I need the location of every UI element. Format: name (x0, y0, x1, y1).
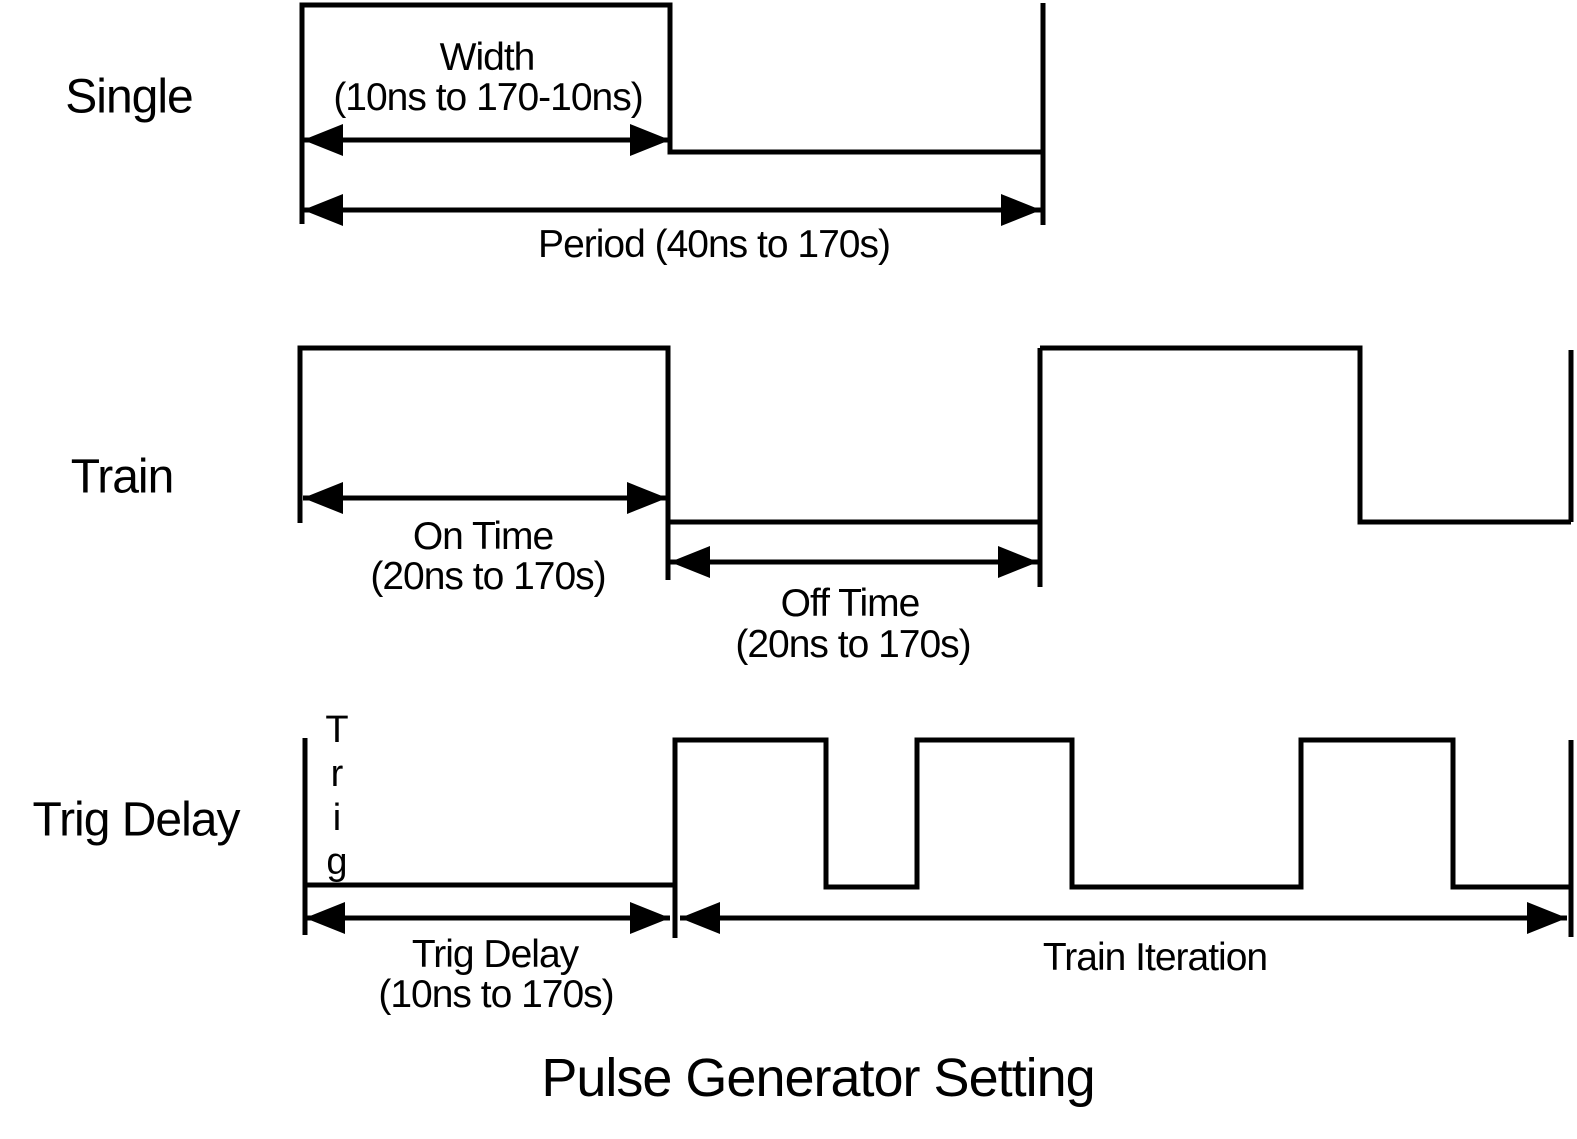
single-waveform (299, 2, 1046, 225)
train-row-label: Train (70, 450, 175, 504)
off-time-range-label: (20ns to 170s) (735, 623, 971, 666)
off-time-label: Off Time (780, 582, 921, 625)
on-time-range-label: (20ns to 170s) (370, 555, 606, 598)
on-time-label: On Time (412, 515, 554, 558)
pulse-train-path (672, 737, 1571, 938)
trig-letter-i: i (332, 797, 342, 839)
train-waveform (297, 345, 1574, 587)
train-iteration-label: Train Iteration (1042, 936, 1268, 979)
diagram-title: Pulse Generator Setting (541, 1048, 1095, 1108)
trig-letter-r: r (330, 753, 344, 795)
period-label: Period (40ns to 170s) (538, 223, 891, 266)
trig-delay-label: Trig Delay (411, 933, 579, 976)
trig-letter-t: T (325, 709, 349, 751)
trig-vertical-label: T r i g (325, 710, 348, 882)
single-row-label: Single (65, 70, 193, 124)
trig-delay-row-label: Trig Delay (32, 793, 241, 847)
trig-letter-g: g (326, 841, 348, 883)
trig-delay-waveform (302, 737, 1574, 938)
width-range-label: (10ns to 170-10ns) (333, 76, 643, 119)
trig-delay-range-label: (10ns to 170s) (378, 973, 614, 1016)
width-label: Width (439, 36, 536, 79)
